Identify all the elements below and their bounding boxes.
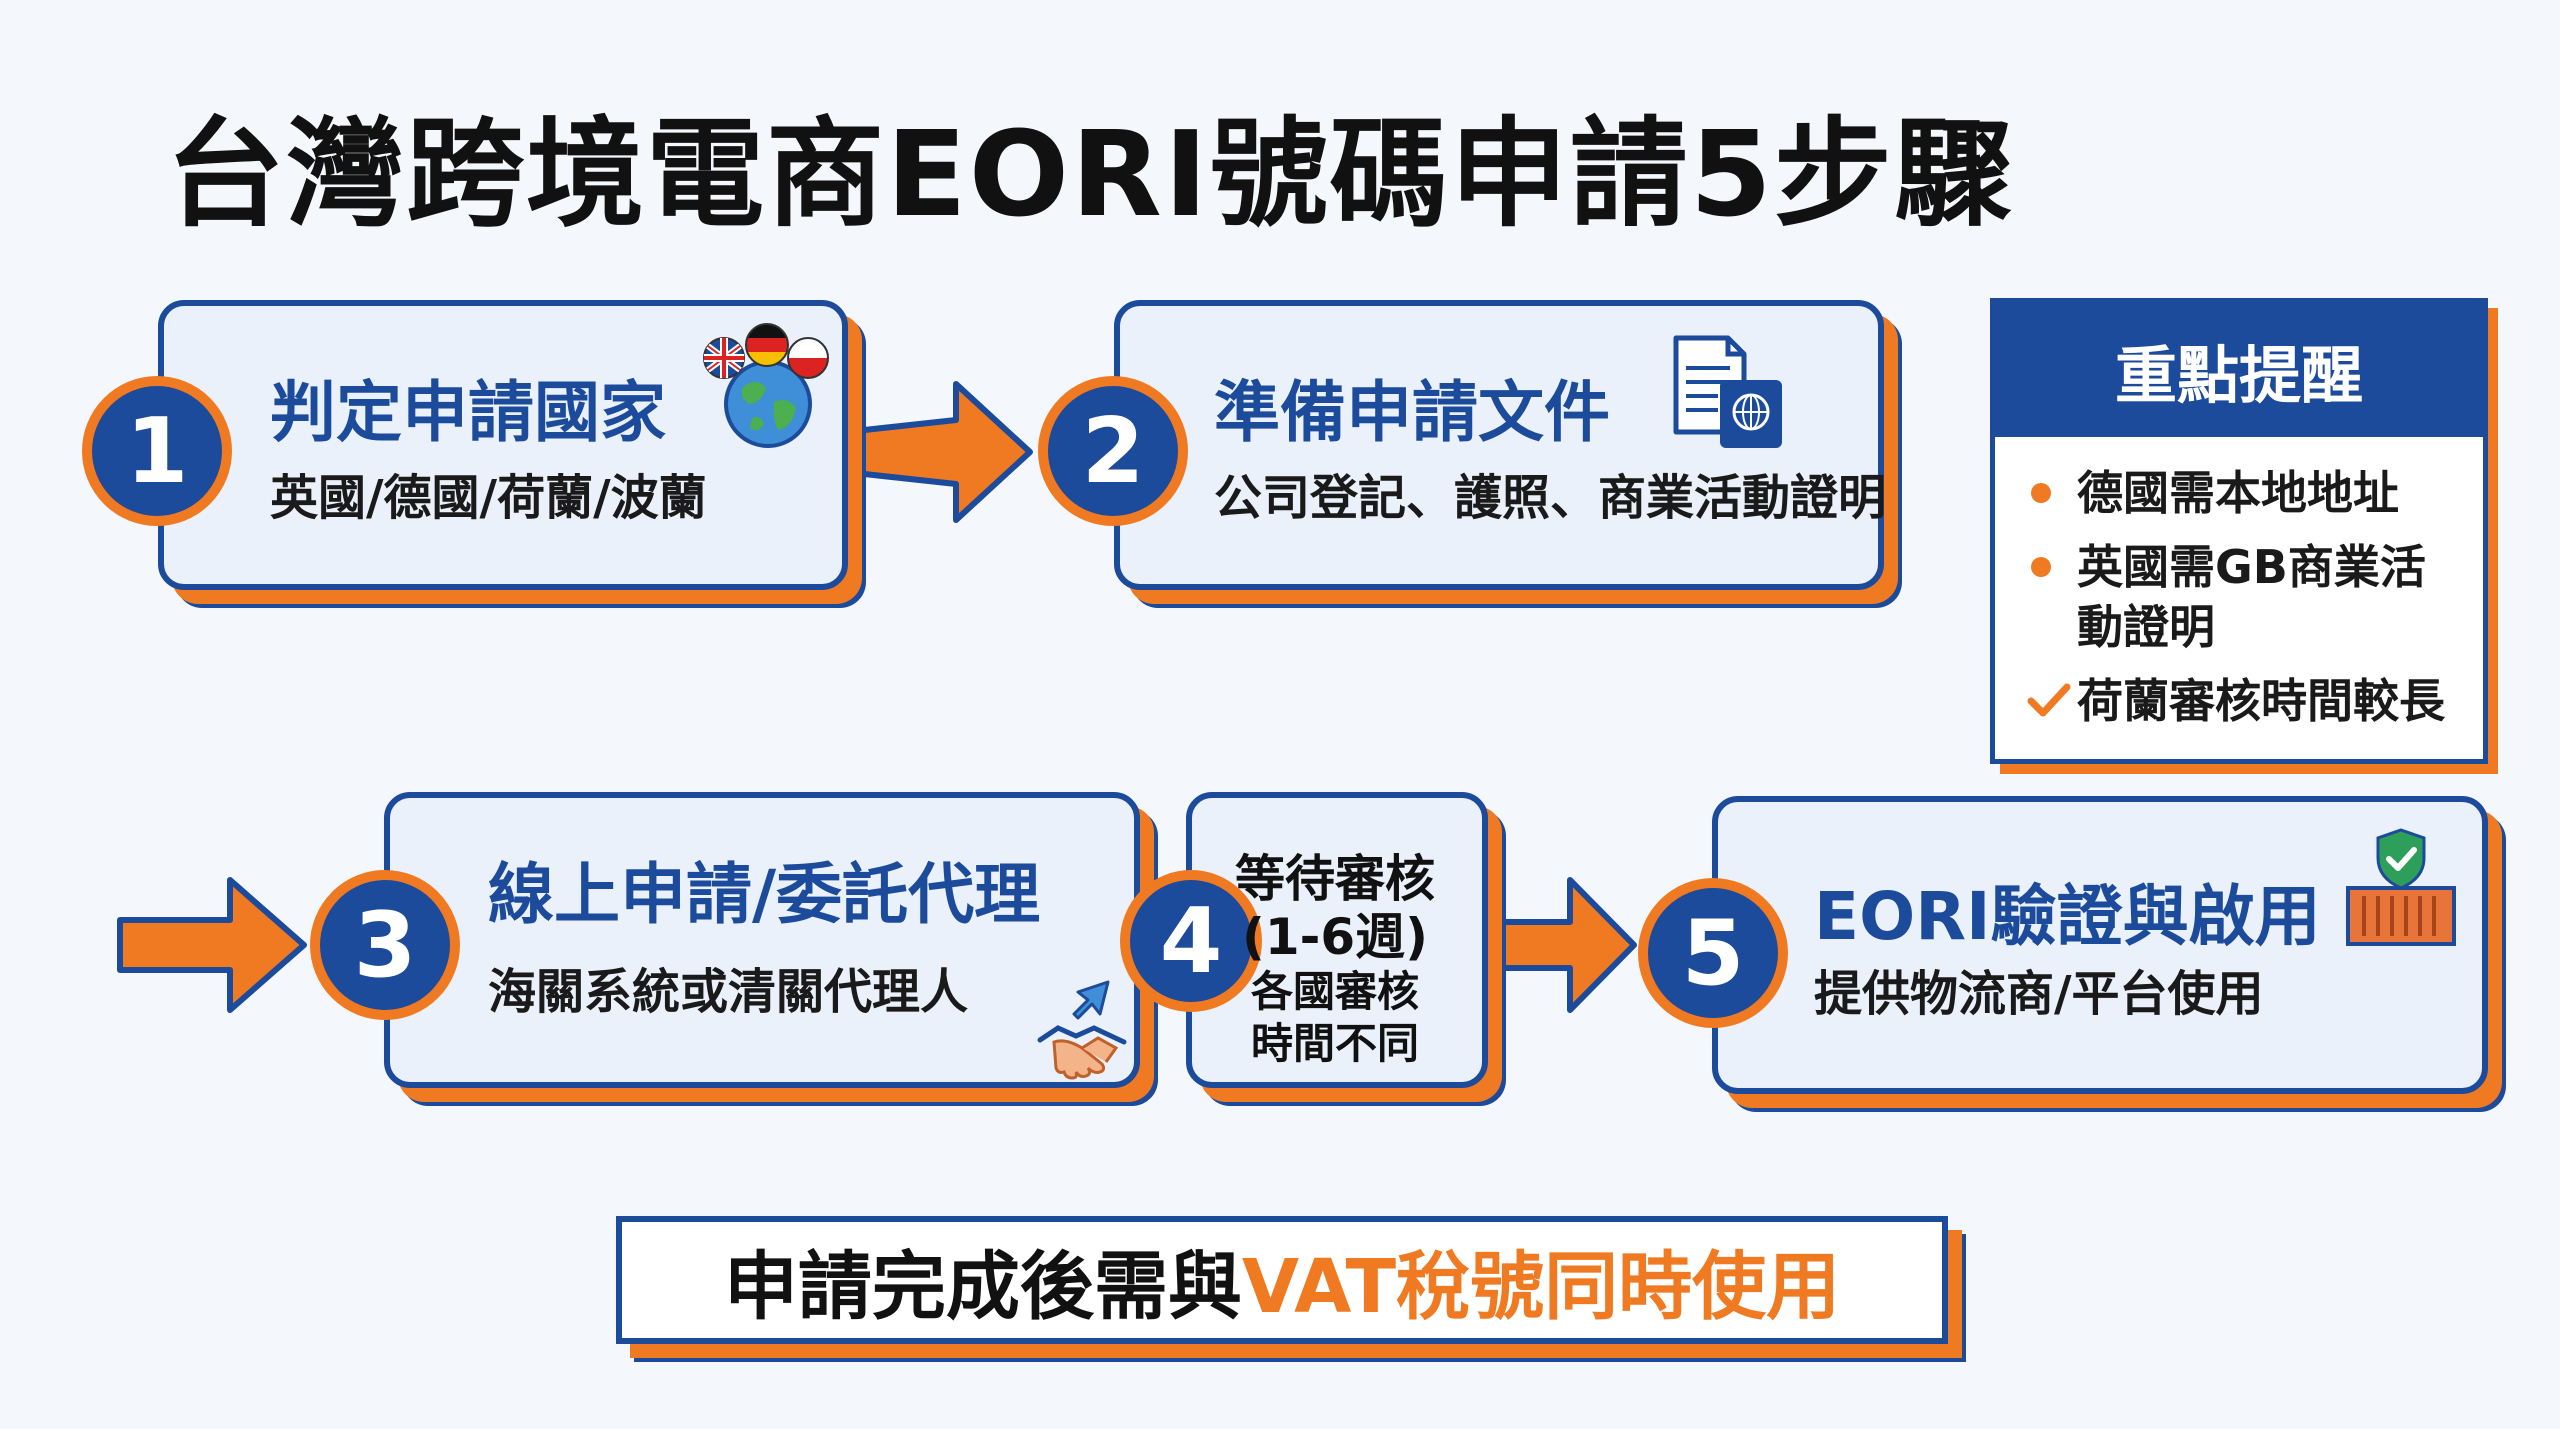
globe-icon	[724, 360, 812, 448]
flag-uk-icon	[703, 337, 745, 379]
step-3-card	[384, 792, 1140, 1088]
bullet-dot-icon	[2031, 483, 2051, 503]
reminder-item-text: 德國需本地地址	[2077, 466, 2399, 520]
step-3-title: 線上申請/委託代理	[488, 856, 1041, 933]
bullet-dot-icon	[2031, 557, 2051, 577]
step-1-number: 1	[82, 376, 232, 526]
reminder-item-line: 英國需GB商業活	[2077, 540, 2426, 594]
reminder-item-line: 動證明	[2077, 600, 2215, 654]
step-3-subtitle: 海關系統或清關代理人	[488, 964, 969, 1020]
step-4-title-line: 等待審核	[1235, 850, 1435, 908]
reminder-box: 重點提醒 德國需本地地址 英國需GB商業活 動證明 荷蘭審核時間較長	[1990, 298, 2488, 764]
step-5-title: EORI驗證與啟用	[1814, 878, 2321, 955]
reminder-item-text: 英國需GB商業活 動證明	[2077, 537, 2426, 657]
reminder-list: 德國需本地地址 英國需GB商業活 動證明 荷蘭審核時間較長	[1995, 437, 2483, 731]
bottom-note-part1: 申請完成後需與	[723, 1243, 1242, 1330]
step-2-number: 2	[1038, 376, 1188, 526]
arrow-4-to-5	[1473, 877, 1637, 1013]
flag-germany-icon	[745, 323, 789, 367]
reminder-item: 荷蘭審核時間較長	[2025, 671, 2483, 731]
reminder-item: 英國需GB商業活 動證明	[2025, 537, 2483, 657]
handshake-icon	[1037, 1025, 1127, 1080]
step-2-title: 準備申請文件	[1214, 374, 1610, 451]
bottom-note-part2: VAT稅號同時使用	[1241, 1243, 1841, 1330]
arrow-into-3	[117, 877, 307, 1013]
reminder-item: 德國需本地地址	[2025, 463, 2483, 523]
step-4-note-line: 各國審核	[1250, 967, 1419, 1016]
shield-check-icon	[2376, 828, 2426, 890]
step-1-title: 判定申請國家	[270, 374, 666, 451]
arrow-1-to-2	[843, 381, 1033, 523]
step-3-number: 3	[310, 870, 460, 1020]
reminder-heading: 重點提醒	[1995, 303, 2483, 437]
reminder-item-text: 荷蘭審核時間較長	[2077, 674, 2445, 728]
shipping-container-icon	[2346, 886, 2456, 946]
step-4-note-line: 時間不同	[1250, 1019, 1419, 1068]
flag-poland-icon	[787, 337, 829, 379]
document-passport-icon	[1673, 335, 1782, 448]
step-5-number: 5	[1638, 878, 1788, 1028]
step-4-title-line: (1-6週)	[1241, 908, 1429, 966]
page-title: 台灣跨境電商EORI號碼申請5步驟	[166, 105, 2014, 243]
check-icon	[2027, 683, 2071, 717]
step-5-subtitle: 提供物流商/平台使用	[1814, 966, 2264, 1022]
step-4-text: 等待審核 (1-6週) 各國審核 時間不同	[1190, 850, 1480, 1070]
step-1-subtitle: 英國/德國/荷蘭/波蘭	[270, 470, 707, 526]
step-4-number: 4	[1120, 870, 1262, 1012]
cursor-icon	[1072, 980, 1110, 1020]
step-2-subtitle: 公司登記、護照、商業活動證明	[1214, 470, 1887, 526]
